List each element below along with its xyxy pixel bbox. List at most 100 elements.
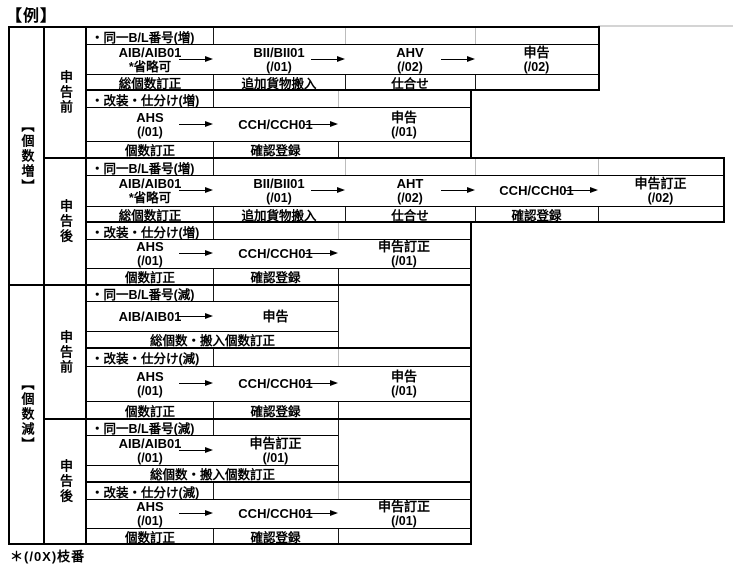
condition-label: ・改装・仕分け(増) — [91, 93, 200, 108]
step-box: AHS (/01) — [87, 107, 213, 142]
condition-row: ・同一B/L番号(増) — [87, 159, 723, 176]
step-code: AHT — [396, 176, 424, 191]
column-divider — [338, 286, 339, 347]
process-row: 個数訂正 確認登録 — [87, 141, 470, 158]
step-sub: *省略可 — [128, 59, 172, 74]
step-code: CCH/CCH01 — [238, 376, 313, 391]
column-divider — [213, 223, 214, 239]
step-code: 申告 — [390, 109, 417, 125]
flow-arrow — [304, 120, 338, 127]
flow-block-inc-before-same-bl: ・同一B/L番号(増) AIB/AIB01 *省略可 BII/BII01 (/0… — [85, 26, 600, 91]
column-divider — [475, 28, 476, 44]
process-cell: 確認登録 — [213, 269, 338, 285]
condition-row: ・改装・仕分け(増) — [87, 91, 470, 108]
table-top-rule — [598, 25, 733, 27]
step-box: 申告 — [213, 302, 338, 331]
process-cell: 個数訂正 — [87, 142, 213, 158]
step-box: AHS (/01) — [87, 499, 213, 529]
column-divider — [475, 75, 476, 89]
phase-label-dec-after: 申告後 — [58, 459, 73, 504]
step-sub: (/01) — [391, 124, 417, 139]
process-cell: 仕合せ — [345, 207, 475, 223]
process-cell: 総個数訂正 — [87, 75, 213, 91]
step-code: AHS — [136, 239, 164, 254]
column-divider — [213, 142, 214, 157]
step-code: AHS — [136, 109, 164, 125]
phase-label-inc-before: 申告前 — [58, 70, 73, 115]
phase-label-dec-before: 申告前 — [58, 329, 73, 375]
column-divider — [213, 402, 214, 418]
step-box: 申告訂正 (/01) — [213, 436, 338, 465]
step-code: 申告訂正 — [634, 176, 687, 191]
process-label: 総個数・搬入個数訂正 — [149, 468, 275, 482]
step-sub: (/01) — [266, 191, 292, 205]
step-code: 申告訂正 — [377, 239, 430, 254]
column-divider — [213, 529, 214, 543]
step-box: 申告 (/01) — [338, 366, 470, 402]
process-label: 確認登録 — [250, 144, 301, 158]
step-sub: (/01) — [137, 254, 163, 268]
step-code: BII/BII01 — [253, 176, 305, 191]
column-divider — [213, 420, 214, 435]
step-box: CCH/CCH01 — [213, 239, 338, 269]
flow-block-inc-after-repack: ・改装・仕分け(増) AHS (/01) CCH/CCH01 申告訂正 (/01… — [85, 221, 472, 286]
row-line — [87, 301, 338, 302]
column-divider — [345, 207, 346, 221]
process-label: 個数訂正 — [124, 530, 175, 545]
step-box: AIB/AIB01 *省略可 — [87, 175, 213, 207]
process-cell: 追加貨物搬入 — [213, 75, 345, 91]
group-label-decrease: 【個数減】 — [19, 377, 35, 452]
step-code: AHV — [396, 44, 424, 60]
flow-arrow — [179, 250, 213, 256]
step-box: 申告訂正 (/02) — [598, 175, 723, 207]
step-sub: *省略可 — [128, 191, 172, 205]
step-row: AHS (/01) CCH/CCH01 申告訂正 (/01) — [87, 499, 470, 529]
condition-row: ・改装・仕分け(減) — [87, 349, 470, 367]
step-box: 申告訂正 (/01) — [338, 499, 470, 529]
column-divider — [338, 269, 339, 284]
process-label: 個数訂正 — [124, 404, 175, 419]
process-label: 確認登録 — [250, 530, 301, 545]
condition-row: ・改装・仕分け(減) — [87, 483, 470, 500]
step-sub: (/02) — [523, 59, 550, 74]
flow-arrow — [179, 187, 213, 193]
phase-cell-dec-after: 申告後 — [43, 418, 87, 545]
column-divider — [338, 402, 339, 418]
step-sub: (/01) — [391, 254, 417, 268]
flow-arrow — [304, 380, 338, 386]
step-code: CCH/CCH01 — [238, 116, 313, 132]
column-divider — [345, 159, 346, 175]
phase-cell-dec-before: 申告前 — [43, 284, 87, 420]
step-code: CCH/CCH01 — [238, 246, 313, 261]
column-divider — [213, 75, 214, 89]
step-code: CCH/CCH01 — [238, 506, 313, 521]
step-box: BII/BII01 (/01) — [213, 44, 345, 75]
flow-block-dec-after-repack: ・改装・仕分け(減) AHS (/01) CCH/CCH01 申告訂正 (/01… — [85, 481, 472, 545]
step-sub: (/02) — [397, 59, 423, 74]
process-label: 個数訂正 — [124, 271, 175, 285]
row-line — [87, 465, 338, 466]
step-code: AIB/AIB01 — [118, 435, 182, 451]
step-sub: (/02) — [397, 191, 423, 205]
phase-cell-inc-before: 申告前 — [43, 26, 87, 159]
step-box: CCH/CCH01 — [213, 107, 338, 142]
column-divider — [475, 207, 476, 221]
flow-arrow — [441, 55, 475, 62]
process-label: 総個数・搬入個数訂正 — [149, 334, 275, 348]
process-label: 追加貨物搬入 — [241, 208, 317, 223]
column-divider — [213, 207, 214, 221]
step-box: AIB/AIB01 (/01) — [87, 436, 213, 465]
process-row: 個数訂正 確認登録 — [87, 528, 470, 545]
condition-label: ・同一B/L番号(増) — [91, 30, 195, 45]
step-row: AHS (/01) CCH/CCH01 申告 (/01) — [87, 366, 470, 402]
column-divider — [338, 483, 339, 499]
step-box: CCH/CCH01 — [475, 175, 598, 207]
step-box: CCH/CCH01 — [213, 499, 338, 529]
group-cell-increase: 【個数増】 — [8, 26, 45, 286]
step-box: AHV (/02) — [345, 44, 475, 75]
process-cell: 総個数・搬入個数訂正 — [87, 466, 338, 482]
process-label: 確認登録 — [250, 404, 301, 419]
process-cell: 総個数・搬入個数訂正 — [87, 332, 338, 348]
step-code: AIB/AIB01 — [118, 176, 182, 191]
